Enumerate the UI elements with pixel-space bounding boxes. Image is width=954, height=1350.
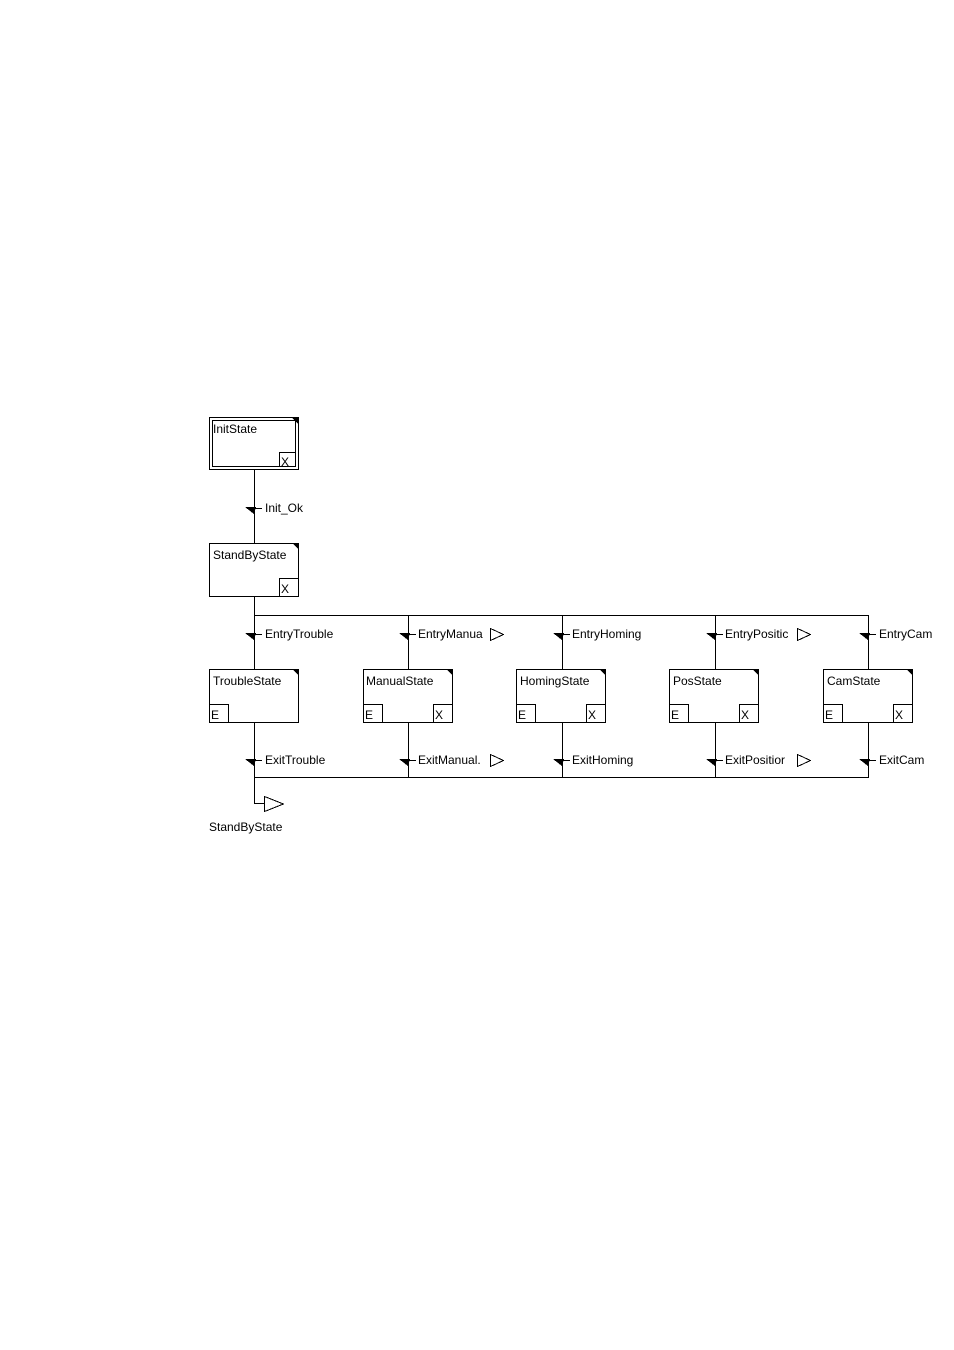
step-label-manualstate: ManualState — [366, 674, 434, 688]
entry-tag: E — [365, 708, 373, 722]
exit-tag: X — [435, 708, 443, 722]
play-arrow-icon[interactable] — [798, 755, 811, 767]
exit-tag: X — [895, 708, 903, 722]
transition-label-entry-homing: EntryHoming — [572, 627, 641, 641]
transition-label-init-ok: Init_Ok — [265, 501, 304, 515]
transition-label-exit-manual: ExitManual. — [418, 753, 481, 767]
transition-label-exit-cam: ExitCam — [879, 753, 924, 767]
transition-label-exit-homing: ExitHoming — [572, 753, 633, 767]
play-arrow-icon[interactable] — [491, 755, 504, 767]
exit-tag: X — [588, 708, 596, 722]
entry-tag: E — [211, 708, 219, 722]
transition-label-exit-position: ExitPositior — [725, 753, 785, 767]
step-label-homingstate: HomingState — [520, 674, 590, 688]
transition-label-entry-position: EntryPositic — [725, 627, 788, 641]
step-label-standbystate: StandByState — [213, 548, 287, 562]
exit-tag: X — [281, 582, 289, 596]
step-label-troublestate: TroubleState — [213, 674, 282, 688]
jump-arrow-icon[interactable] — [265, 797, 284, 812]
transition-label-entry-cam: EntryCam — [879, 627, 932, 641]
entry-tag: E — [518, 708, 526, 722]
jump-label-standbystate: StandByState — [209, 820, 283, 834]
step-label-initstate: InitState — [213, 422, 257, 436]
entry-tag: E — [825, 708, 833, 722]
exit-tag: X — [281, 455, 289, 469]
transition-label-entry-manual: EntryManua — [418, 627, 483, 641]
step-label-posstate: PosState — [673, 674, 722, 688]
entry-tag: E — [671, 708, 679, 722]
transition-label-exit-trouble: ExitTrouble — [265, 753, 326, 767]
play-arrow-icon[interactable] — [798, 629, 811, 641]
transition-label-entry-trouble: EntryTrouble — [265, 627, 334, 641]
exit-tag: X — [741, 708, 749, 722]
step-label-camstate: CamState — [827, 674, 881, 688]
play-arrow-icon[interactable] — [491, 629, 504, 641]
